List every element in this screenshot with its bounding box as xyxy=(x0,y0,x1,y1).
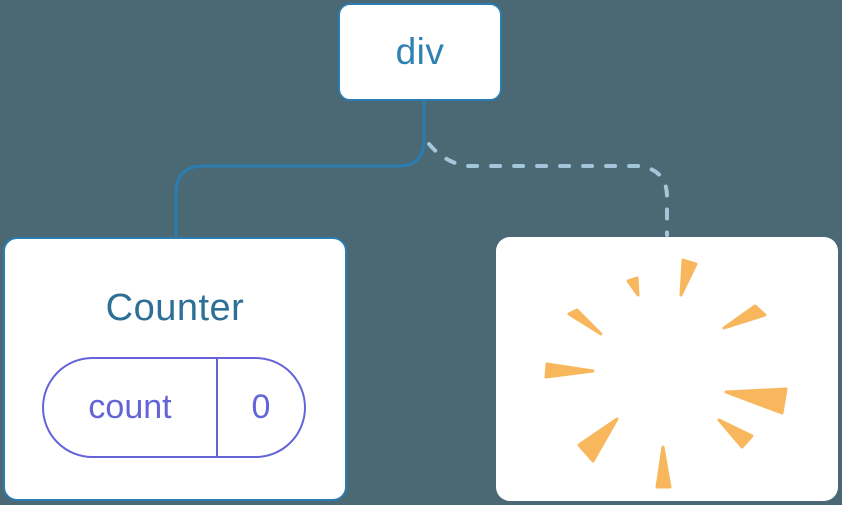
root-node-label: div xyxy=(395,31,445,72)
root-node-div: div xyxy=(338,3,502,101)
poof-icon xyxy=(544,258,788,489)
state-key-cell: count xyxy=(44,359,218,456)
state-pill: count 0 xyxy=(42,357,306,458)
counter-component-card: Counter count 0 xyxy=(3,237,347,501)
component-title: Counter xyxy=(105,287,245,329)
state-value-cell: 0 xyxy=(218,359,304,456)
state-key-label: count xyxy=(88,388,172,426)
state-value-label: 0 xyxy=(251,388,271,426)
dashed-edge-root-to-removed xyxy=(427,142,669,237)
removed-instance-card xyxy=(496,237,838,501)
solid-edge-root-to-counter xyxy=(174,99,426,238)
